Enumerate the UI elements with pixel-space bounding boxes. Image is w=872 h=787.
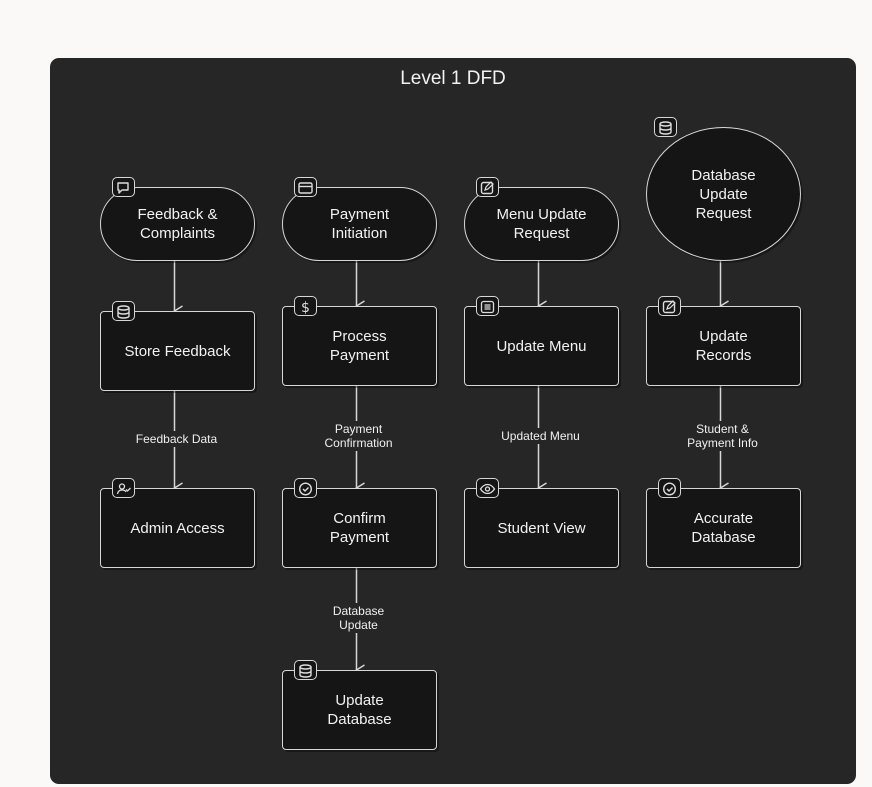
edit-icon xyxy=(658,296,681,316)
node-student-view: Student View xyxy=(464,488,619,568)
node-database-update-request: Database Update Request xyxy=(646,127,801,261)
node-confirm-payment: Confirm Payment xyxy=(282,488,437,568)
node-label: Feedback & Complaints xyxy=(137,206,218,242)
node-label: Payment Initiation xyxy=(329,206,390,242)
node-process-payment: Process Payment xyxy=(282,306,437,386)
node-label: Student View xyxy=(497,519,586,537)
diagram-title: Level 1 DFD xyxy=(400,68,506,89)
dollar-icon: $ xyxy=(294,296,317,316)
edge-label: Feedback Data xyxy=(133,430,220,447)
list-icon xyxy=(476,296,499,316)
node-update-menu: Update Menu xyxy=(464,306,619,386)
node-menu-update-request: Menu Update Request xyxy=(464,187,619,261)
node-payment-initiation: Payment Initiation xyxy=(282,187,437,261)
edge-label: Student & Payment Info xyxy=(685,421,760,451)
node-store-feedback: Store Feedback xyxy=(100,311,255,391)
node-label: Confirm Payment xyxy=(329,510,390,546)
node-label: Store Feedback xyxy=(124,342,231,360)
edge-label: Payment Confirmation xyxy=(322,421,395,451)
check-circle-icon xyxy=(294,478,317,498)
edit-icon xyxy=(476,177,499,197)
edge-label: Database Update xyxy=(330,603,387,633)
node-label: Database Update Request xyxy=(691,166,756,222)
database-icon xyxy=(654,117,677,137)
node-label: Menu Update Request xyxy=(496,206,587,242)
edge-label: Updated Menu xyxy=(499,428,582,444)
chat-bubble-icon xyxy=(112,177,135,197)
node-label: Accurate Database xyxy=(691,510,756,546)
node-feedback-complaints: Feedback & Complaints xyxy=(100,187,255,261)
node-label: Admin Access xyxy=(130,519,225,537)
node-label: Update Menu xyxy=(496,337,587,355)
node-update-records: Update Records xyxy=(646,306,801,386)
svg-text:$: $ xyxy=(301,300,310,315)
card-icon xyxy=(294,177,317,197)
node-admin-access: Admin Access xyxy=(100,488,255,568)
node-label: Update Records xyxy=(695,328,752,364)
node-accurate-database: Accurate Database xyxy=(646,488,801,568)
database-icon xyxy=(112,301,135,321)
database-icon xyxy=(294,660,317,680)
check-circle-icon xyxy=(658,478,681,498)
node-label: Update Database xyxy=(327,692,392,728)
user-check-icon xyxy=(112,478,135,498)
node-update-database: Update Database xyxy=(282,670,437,750)
eye-icon xyxy=(476,478,499,498)
node-label: Process Payment xyxy=(329,328,390,364)
